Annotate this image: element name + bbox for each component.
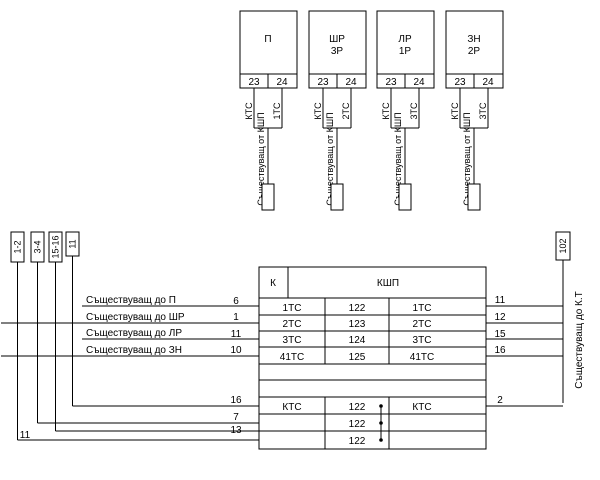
relay-label-bottom: 2Р: [468, 46, 481, 57]
terminal-label: 23: [248, 77, 260, 88]
panel-cell: 122: [349, 419, 366, 430]
relay-label-top: ШР: [329, 34, 345, 45]
wire-number: 16: [230, 395, 242, 406]
cable-label: Съществуващ от КШП: [256, 112, 266, 205]
relay-block: ЛР 1Р 23 24 КТС 3ТС Съществуващ от КШП: [376, 10, 435, 211]
cable-end: [330, 183, 344, 211]
cable-label: Съществуващ от КШП: [393, 112, 403, 205]
relay-label-bottom: 3Р: [331, 46, 344, 57]
panel-cell: 124: [349, 335, 366, 346]
wires: [1, 256, 563, 441]
wire-number: 11: [20, 430, 31, 441]
right-cable-tag: 102 Съществуващ до К.Т: [555, 231, 585, 403]
wire-number: 11: [495, 295, 506, 306]
panel-cell: 122: [349, 303, 366, 314]
relay-block: П 23 24 КТС 1ТС Съществуващ от КШП: [239, 10, 298, 211]
wire-number: 15: [494, 329, 506, 340]
cable-label: Съществуващ от КШП: [325, 112, 335, 205]
panel-title: КШП: [377, 278, 399, 289]
wire-label: КТС: [450, 102, 460, 120]
wire-number: 7: [233, 412, 239, 423]
terminal-label: 23: [317, 77, 329, 88]
terminal-label: 23: [454, 77, 466, 88]
panel-cell: 3ТС: [413, 335, 432, 346]
panel-cell: 123: [349, 319, 366, 330]
relay-label-top: ЗН: [467, 34, 480, 45]
kshp-panel: К КШП 1ТС 122 1ТС 2ТС 123 2: [258, 266, 487, 450]
panel-k-label: К: [270, 278, 276, 289]
panel-cell: 2ТС: [413, 319, 432, 330]
right-cable-label: Съществуващ до К.Т: [574, 291, 585, 388]
panel-cell: 122: [349, 402, 366, 413]
cable-end: [398, 183, 412, 211]
cable-tag-label: 102: [558, 238, 568, 253]
relay-label-top: ЛР: [398, 34, 412, 45]
panel-cell: 122: [349, 436, 366, 447]
wire-label: КТС: [244, 102, 254, 120]
wire-number: 13: [230, 425, 242, 436]
panel-cell: 125: [349, 352, 366, 363]
panel-cell: 1ТС: [283, 303, 302, 314]
panel-cell: 41ТС: [280, 352, 304, 363]
wire-number: 6: [233, 296, 239, 307]
wire-description: Съществуващ до П: [86, 295, 176, 306]
cable-end: [261, 183, 275, 211]
wire-description: Съществуващ до ЗН: [86, 345, 182, 356]
wire-number: 11: [231, 329, 242, 340]
cable-tag-label: 1-2: [13, 240, 23, 253]
wire-number: 2: [497, 395, 503, 406]
terminal-label: 24: [276, 77, 288, 88]
relay-block: ШР 3Р 23 24 КТС 2ТС Съществуващ от КШП: [308, 10, 367, 211]
wire-label: КТС: [313, 102, 323, 120]
terminal-label: 24: [345, 77, 357, 88]
wire-description: Съществуващ до ШР: [86, 312, 185, 323]
panel-cell: 41ТС: [410, 352, 434, 363]
wire-label: КТС: [381, 102, 391, 120]
terminal-label: 23: [385, 77, 397, 88]
panel-cell: 1ТС: [413, 303, 432, 314]
cable-tag-label: 3-4: [33, 240, 43, 253]
cable-tag-label: 11: [68, 239, 78, 248]
wire-label: 3ТС: [478, 102, 488, 120]
wire-annotations: Съществуващ до П Съществуващ до ШР Същес…: [20, 295, 506, 441]
wire-number: 10: [230, 345, 242, 356]
wire-label: 3ТС: [409, 102, 419, 120]
terminal-label: 24: [482, 77, 494, 88]
relay-label-bottom: 1Р: [399, 46, 412, 57]
cable-tag-label: 15-16: [51, 235, 61, 258]
wire-number: 12: [494, 312, 506, 323]
relay-label-top: П: [264, 34, 271, 45]
panel-frame: [258, 266, 487, 450]
cable-end: [467, 183, 481, 211]
wire-number: 16: [494, 345, 506, 356]
relay-group: П 23 24 КТС 1ТС Съществуващ от КШП ШР 3Р…: [239, 10, 504, 211]
wire-description: Съществуващ до ЛР: [86, 328, 182, 339]
terminal-label: 24: [413, 77, 425, 88]
left-cable-tags: 1-2 3-4 15-16 11: [10, 231, 80, 263]
panel-cell: КТС: [282, 402, 301, 413]
wire-label: 1ТС: [272, 102, 282, 120]
wire-number: 1: [233, 312, 239, 323]
wire-label: 2ТС: [341, 102, 351, 120]
panel-cell: КТС: [412, 402, 431, 413]
relay-block: ЗН 2Р 23 24 КТС 3ТС Съществуващ от КШП: [445, 10, 504, 211]
panel-cell: 3ТС: [283, 335, 302, 346]
cable-label: Съществуващ от КШП: [462, 112, 472, 205]
panel-grid: [259, 298, 486, 449]
panel-cell: 2ТС: [283, 319, 302, 330]
